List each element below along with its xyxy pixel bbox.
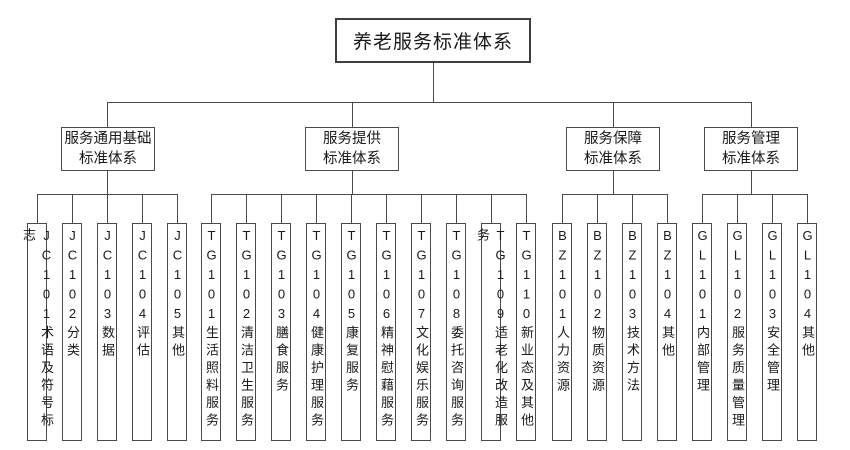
leaf-node: TG107文化娱乐服务	[411, 223, 431, 441]
branch-label: 服务提供 标准体系	[323, 131, 381, 167]
connector-line	[246, 194, 247, 223]
leaf-node: BZ102物质资源	[587, 223, 607, 441]
leaf-node: JC103数据	[97, 223, 117, 441]
connector-line	[597, 194, 598, 223]
leaf-node: TG109适老化改造服务	[475, 223, 508, 441]
leaf-label: TG101生活照料服务	[204, 228, 219, 431]
leaf-node: BZ101人力资源	[552, 223, 572, 441]
leaf-label: TG103膳食服务	[274, 228, 289, 396]
connector-line	[491, 194, 492, 223]
connector-line	[526, 194, 527, 223]
leaf-label: BZ103技术方法	[625, 228, 640, 396]
leaf-label: GL102服务质量管理	[730, 228, 745, 431]
leaf-node: JC102分类	[62, 223, 82, 441]
connector-line	[107, 194, 108, 223]
connector-line	[667, 194, 668, 223]
leaf-label: BZ101人力资源	[555, 228, 570, 396]
leaf-node: TG110新业态及其他	[516, 223, 536, 441]
branch-label: 服务管理 标准体系	[722, 131, 780, 167]
leaf-label: GL104其他	[800, 228, 815, 361]
leaf-label: JC102分类	[65, 228, 80, 361]
leaf-node: TG106精神慰藉服务	[376, 223, 396, 441]
connector-line	[751, 102, 752, 127]
leaf-node: TG104健康护理服务	[306, 223, 326, 441]
leaf-label: JC105其他	[170, 228, 185, 361]
connector-line	[632, 194, 633, 223]
connector-line	[107, 171, 108, 194]
leaf-label: JC104评估	[135, 228, 150, 361]
leaf-label: TG102清洁卫生服务	[239, 228, 254, 431]
connector-line	[613, 102, 614, 127]
connector-line	[211, 194, 212, 223]
connector-line	[281, 194, 282, 223]
leaf-node: TG101生活照料服务	[201, 223, 221, 441]
connector-line	[562, 194, 667, 195]
leaf-node: BZ104其他	[657, 223, 677, 441]
leaf-label: TG110新业态及其他	[519, 228, 534, 431]
branch-node-service-guarantee: 服务保障 标准体系	[566, 127, 660, 171]
leaf-label: TG105康复服务	[344, 228, 359, 396]
leaf-label: BZ104其他	[660, 228, 675, 361]
connector-line	[772, 194, 773, 223]
connector-line	[421, 194, 422, 223]
leaf-node: TG105康复服务	[341, 223, 361, 441]
leaf-label: JC101术语及符号标志	[21, 228, 54, 431]
connector-line	[702, 194, 807, 195]
connector-line	[702, 194, 703, 223]
leaf-node: TG103膳食服务	[271, 223, 291, 441]
leaf-node: JC105其他	[167, 223, 187, 441]
branch-node-general-basic: 服务通用基础 标准体系	[61, 127, 155, 171]
root-node: 养老服务标准体系	[335, 18, 531, 63]
connector-line	[807, 194, 808, 223]
connector-line	[751, 171, 752, 194]
branch-label: 服务通用基础 标准体系	[64, 131, 152, 167]
connector-line	[72, 194, 73, 223]
leaf-label: TG108委托咨询服务	[449, 228, 464, 431]
connector-line	[107, 102, 108, 127]
branch-node-service-management: 服务管理 标准体系	[704, 127, 798, 171]
branch-label: 服务保障 标准体系	[584, 131, 642, 167]
leaf-label: GL103安全管理	[765, 228, 780, 396]
connector-line	[352, 171, 353, 194]
connector-line	[107, 102, 751, 103]
leaf-label: TG109适老化改造服务	[475, 228, 508, 431]
connector-line	[211, 194, 526, 195]
connector-line	[351, 194, 352, 223]
connector-line	[37, 194, 38, 223]
leaf-label: TG106精神慰藉服务	[379, 228, 394, 431]
connector-line	[433, 63, 434, 102]
connector-line	[562, 194, 563, 223]
connector-line	[386, 194, 387, 223]
leaf-node: TG102清洁卫生服务	[236, 223, 256, 441]
connector-line	[177, 194, 178, 223]
leaf-node: GL102服务质量管理	[727, 223, 747, 441]
connector-line	[316, 194, 317, 223]
connector-line	[352, 102, 353, 127]
leaf-node: BZ103技术方法	[622, 223, 642, 441]
leaf-node: TG108委托咨询服务	[446, 223, 466, 441]
leaf-label: TG107文化娱乐服务	[414, 228, 429, 431]
connector-line	[613, 171, 614, 194]
connector-line	[737, 194, 738, 223]
leaf-label: GL101内部管理	[695, 228, 710, 396]
leaf-node: GL101内部管理	[692, 223, 712, 441]
leaf-label: BZ102物质资源	[590, 228, 605, 396]
leaf-label: TG104健康护理服务	[309, 228, 324, 431]
branch-node-service-provision: 服务提供 标准体系	[305, 127, 399, 171]
root-label: 养老服务标准体系	[352, 32, 513, 53]
leaf-node: GL104其他	[797, 223, 817, 441]
connector-line	[456, 194, 457, 223]
leaf-node: GL103安全管理	[762, 223, 782, 441]
leaf-node: JC104评估	[132, 223, 152, 441]
connector-line	[142, 194, 143, 223]
leaf-label: JC103数据	[100, 228, 115, 361]
leaf-node: JC101术语及符号标志	[21, 223, 54, 441]
